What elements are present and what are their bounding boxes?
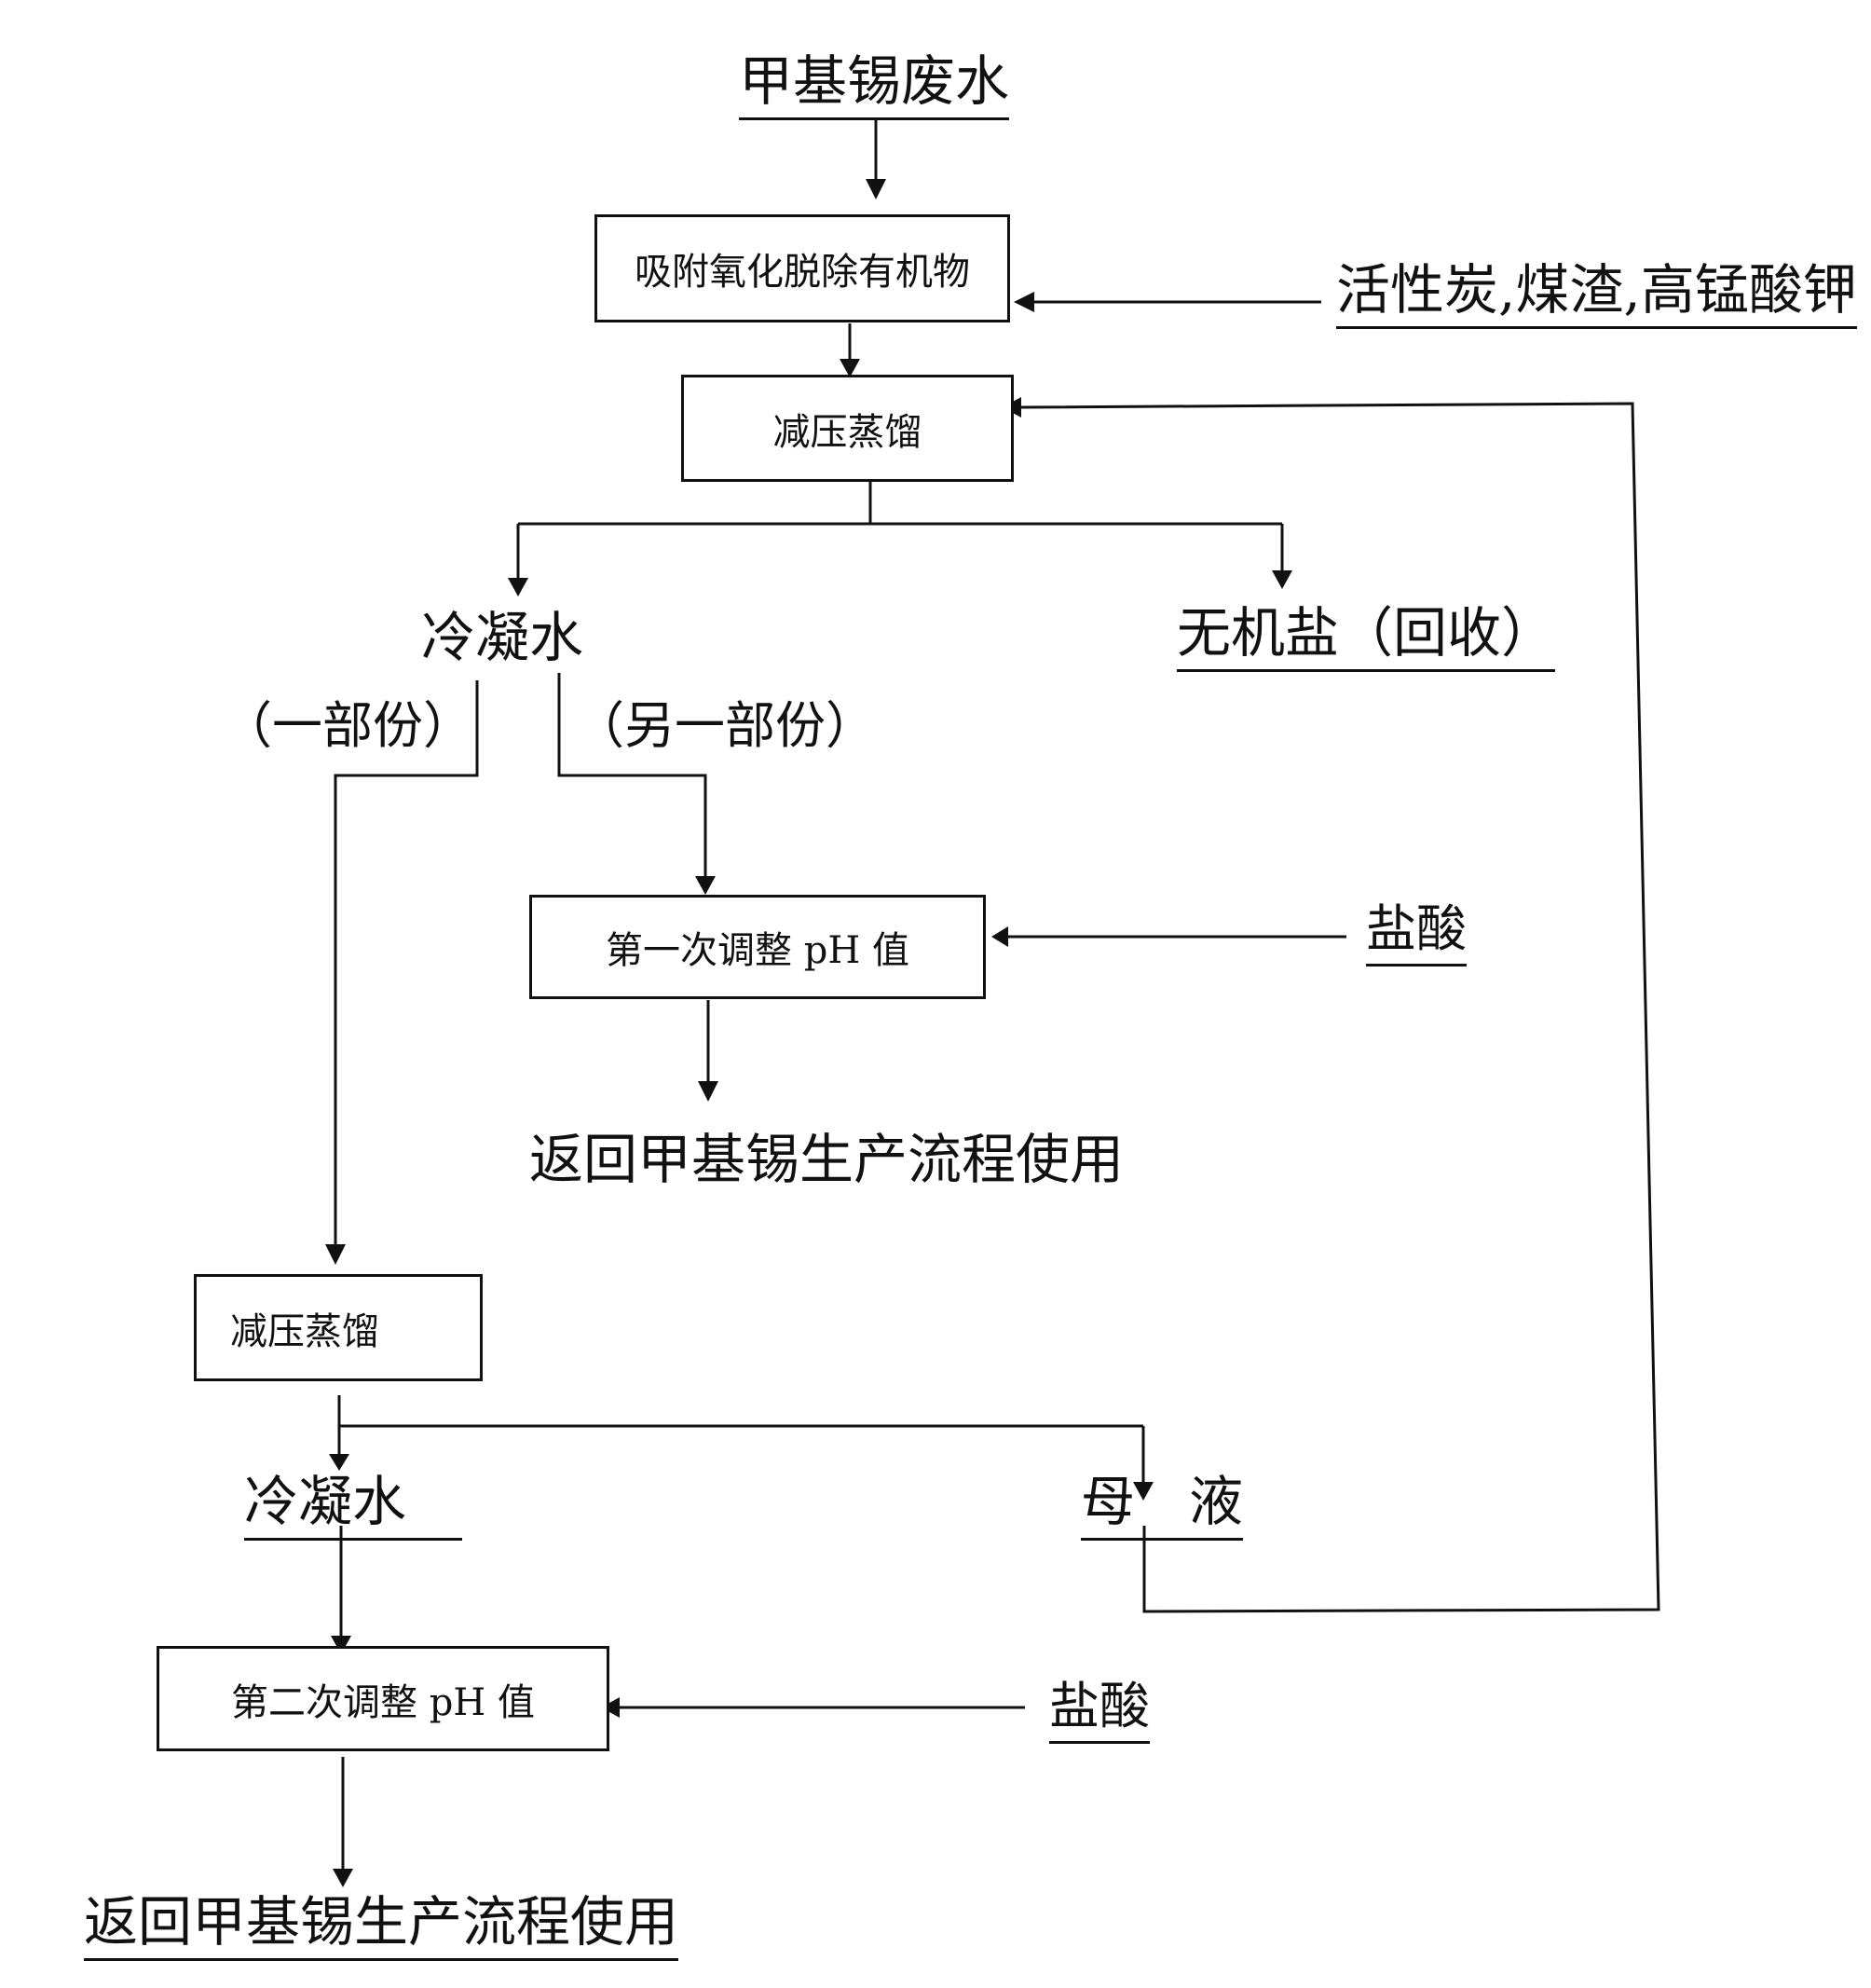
line-part-other	[557, 673, 707, 876]
vacuum-distill-box-1: 减压蒸馏	[681, 375, 1014, 482]
arrowhead-return1	[698, 1081, 718, 1102]
condensate-water-label-2: 冷凝水	[244, 1474, 463, 1541]
arrowhead-mother-liquor	[1133, 1482, 1154, 1501]
hydrochloric-acid-label-2: 盐酸	[1049, 1681, 1150, 1744]
adsorb-oxidize-label: 吸附氧化脱除有机物	[635, 251, 970, 294]
hydrochloric-acid-label-1: 盐酸	[1366, 904, 1467, 967]
return-to-production-label-1: 返回甲基锡生产流程使用	[529, 1128, 1125, 1191]
vacuum-distill-label-1: 减压蒸馏	[772, 410, 922, 454]
ph-adjust-label-2: 第二次调整 pH 值	[231, 1680, 535, 1724]
vacuum-distill-box-2: 减压蒸馏	[194, 1274, 483, 1381]
arrowhead-ph1-in	[695, 876, 716, 895]
arrowhead-condensate2	[329, 1454, 349, 1471]
arrowhead-acid1	[991, 926, 1008, 947]
arrowhead-input	[866, 179, 886, 199]
vacuum-distill-label-2: 减压蒸馏	[230, 1309, 379, 1353]
arrowheads	[325, 179, 1292, 1887]
arrowhead-condensate1	[508, 578, 528, 596]
arrowhead-salt	[1272, 570, 1292, 589]
ph-adjust-box-2: 第二次调整 pH 值	[157, 1646, 609, 1751]
part-one-label: （一部份）	[222, 696, 473, 755]
input-wastewater-label: 甲基锡废水	[739, 54, 1010, 120]
line-mother-liquor-recycle	[1020, 402, 1660, 1613]
part-other-label: （另一部份）	[574, 696, 876, 755]
arrowhead-distill1-in	[840, 359, 860, 377]
arrowhead-adsorbents	[1014, 292, 1034, 312]
condensate-water-label-1: 冷凝水	[421, 606, 584, 669]
arrowhead-acid2	[601, 1697, 620, 1718]
arrowhead-ph2-in	[331, 1636, 351, 1654]
adsorb-oxidize-box: 吸附氧化脱除有机物	[594, 214, 1010, 322]
return-to-production-label-2: 返回甲基锡生产流程使用	[84, 1895, 679, 1961]
inorganic-salt-recovery-label: 无机盐（回收）	[1177, 606, 1556, 672]
ph-adjust-label-1: 第一次调整 pH 值	[606, 929, 909, 972]
ph-adjust-box-1: 第一次调整 pH 值	[529, 895, 986, 999]
line-part-one	[334, 680, 479, 1244]
adsorbent-reagents-label: 活性炭,煤渣,高锰酸钾	[1336, 263, 1857, 329]
arrowhead-return2	[333, 1869, 353, 1887]
mother-liquor-label: 母 液	[1081, 1474, 1244, 1541]
arrowhead-distill2-in	[325, 1244, 346, 1265]
